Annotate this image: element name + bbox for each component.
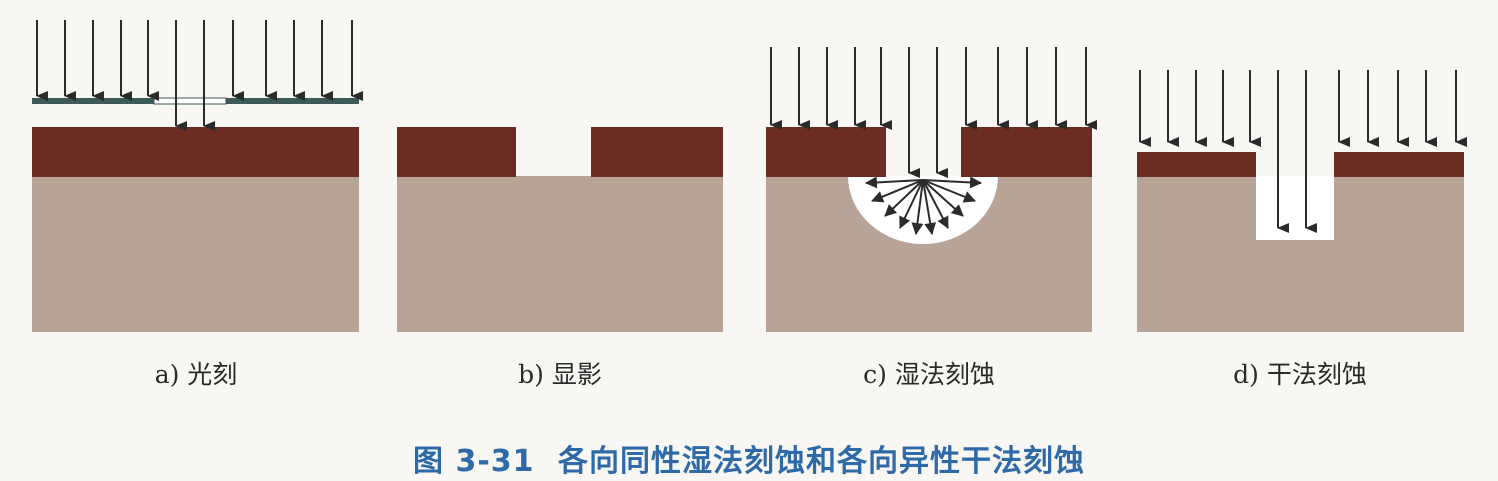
photoresist-left (397, 127, 516, 177)
figure-number: 图 3-31 (413, 444, 535, 479)
isotropic-etch-cavity (848, 176, 998, 244)
mask-opening (153, 97, 227, 105)
photoresist-layer (32, 127, 359, 177)
photoresist-left (766, 127, 886, 177)
photoresist-right (1334, 152, 1464, 177)
light-arrows-a (36, 20, 363, 131)
figure-caption: 图 3-31 各向同性湿法刻蚀和各向异性干法刻蚀 (0, 436, 1498, 480)
light-arrows-c (770, 47, 1097, 178)
substrate (32, 176, 359, 332)
panel-c-wet-etching (766, 47, 1097, 332)
light-arrows-d (1139, 70, 1467, 233)
radial-etch-arrows (865, 176, 982, 235)
panel-a-photolithography (32, 20, 363, 332)
mask-right (226, 98, 359, 104)
panel-d-label: d) 干法刻蚀 (1233, 360, 1367, 389)
figure-title: 各向同性湿法刻蚀和各向异性干法刻蚀 (557, 444, 1085, 479)
panel-a-label: a) 光刻 (154, 360, 238, 389)
panel-d-dry-etching (1137, 70, 1467, 332)
anisotropic-trench (1256, 176, 1334, 240)
panel-b-label: b) 显影 (518, 360, 602, 389)
photoresist-left (1137, 152, 1256, 177)
mask-left (32, 98, 154, 104)
panel-c-label: c) 湿法刻蚀 (863, 360, 995, 389)
photoresist-right (961, 127, 1092, 177)
substrate (397, 176, 723, 332)
photoresist-right (591, 127, 723, 177)
panel-b-development (397, 127, 723, 332)
